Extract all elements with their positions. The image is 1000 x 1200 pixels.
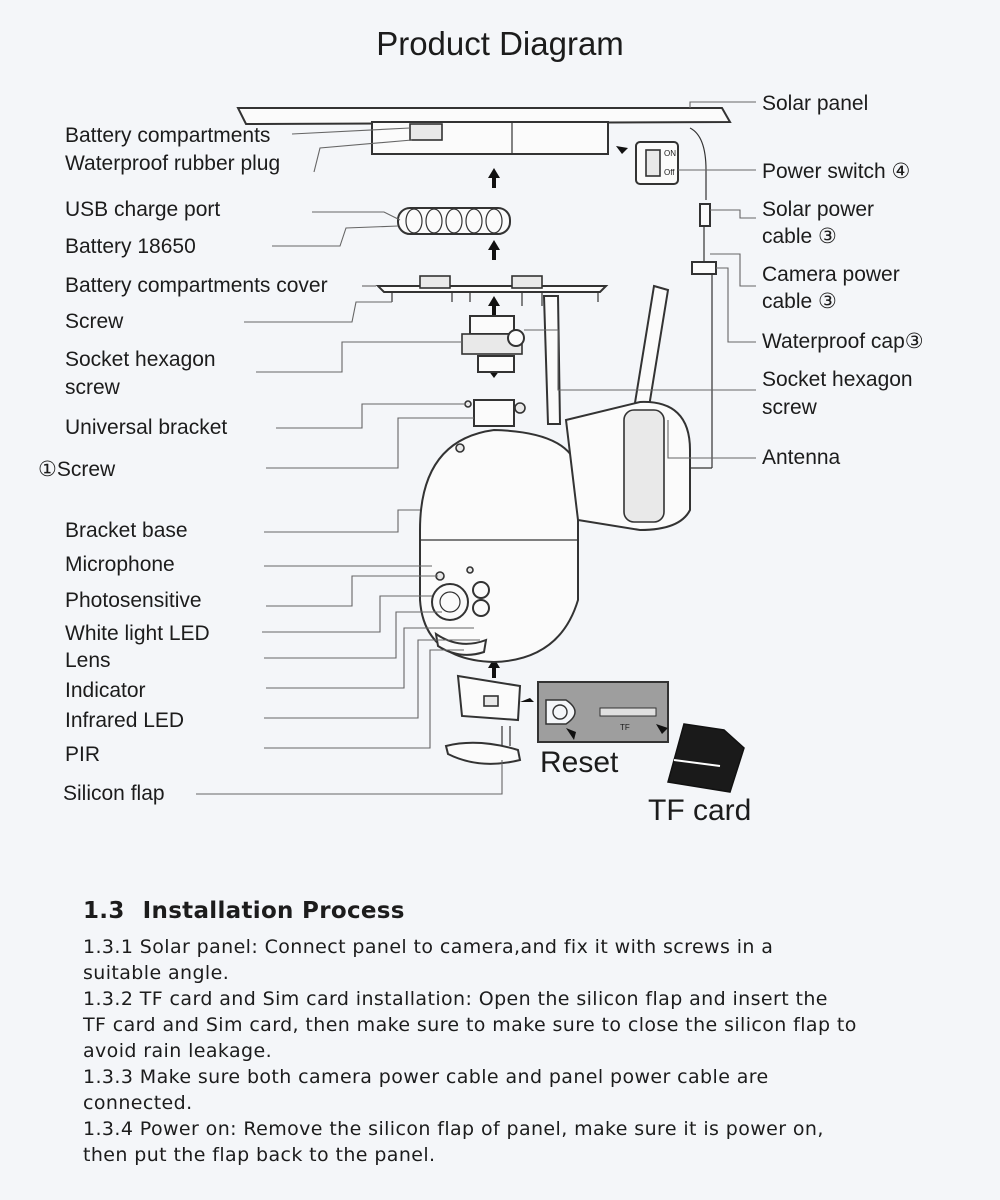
- label-power-switch: Power switch ④: [762, 160, 910, 183]
- power-switch-part: ON Off: [635, 141, 679, 185]
- label-socket-hexagon-screw-line2: screw: [65, 376, 121, 399]
- label-antenna: Antenna: [762, 446, 841, 469]
- step-line: 1.3.3 Make sure both camera power cable …: [83, 1066, 769, 1088]
- label-solar-power-cable-line2: cable ③: [762, 225, 837, 248]
- label-usb-charge-port: USB charge port: [65, 198, 220, 221]
- left-labels: Battery compartments Waterproof rubber p…: [38, 124, 328, 805]
- sd-slot-part: TF: [537, 681, 669, 743]
- label-socket-hexagon-screw-right-line1: Socket hexagon: [762, 368, 913, 391]
- tf-card-part: [667, 723, 745, 793]
- installation-heading-number: 1.3: [83, 898, 125, 924]
- label-solar-panel: Solar panel: [762, 92, 868, 115]
- label-battery-18650: Battery 18650: [65, 235, 196, 258]
- label-tf-card: TF card: [648, 794, 751, 827]
- cables-part: [689, 127, 717, 469]
- label-indicator: Indicator: [65, 679, 146, 702]
- label-bracket-base: Bracket base: [65, 519, 188, 542]
- label-camera-power-cable-line2: cable ③: [762, 290, 837, 313]
- step-line: TF card and Sim card, then make sure to …: [83, 1014, 857, 1036]
- card-cover-part: [456, 674, 534, 722]
- label-screw-1: ①Screw: [38, 458, 116, 481]
- installation-step: 1.3.3 Make sure both camera power cable …: [83, 1064, 963, 1116]
- slot-tf-label: TF: [620, 723, 630, 732]
- step-line: then put the flap back to the panel.: [83, 1144, 436, 1166]
- label-socket-hexagon-screw-right-line2: screw: [762, 396, 818, 419]
- label-universal-bracket: Universal bracket: [65, 416, 227, 439]
- label-waterproof-cap: Waterproof cap③: [762, 330, 924, 353]
- label-white-light-led: White light LED: [65, 622, 210, 645]
- label-infrared-led: Infrared LED: [65, 709, 184, 732]
- step-line: suitable angle.: [83, 962, 230, 984]
- installation-step: 1.3.1 Solar panel: Connect panel to came…: [83, 934, 963, 986]
- step-line: 1.3.2 TF card and Sim card installation:…: [83, 988, 828, 1010]
- installation-heading: 1.3 Installation Process: [83, 898, 963, 924]
- label-photosensitive: Photosensitive: [65, 589, 202, 612]
- silicon-flap-part: [444, 726, 522, 765]
- label-camera-power-cable-line1: Camera power: [762, 263, 900, 286]
- switch-off-label: Off: [664, 168, 675, 177]
- step-line: 1.3.4 Power on: Remove the silicon flap …: [83, 1118, 824, 1140]
- step-line: 1.3.1 Solar panel: Connect panel to came…: [83, 936, 774, 958]
- step-line: connected.: [83, 1092, 193, 1114]
- installation-heading-text: Installation Process: [142, 898, 405, 924]
- switch-on-label: ON: [664, 149, 676, 158]
- label-battery-compartments-cover: Battery compartments cover: [65, 274, 328, 297]
- installation-section: 1.3 Installation Process 1.3.1 Solar pane…: [83, 898, 963, 1168]
- diagram-title: Product Diagram: [376, 25, 624, 62]
- label-microphone: Microphone: [65, 553, 175, 576]
- label-lens: Lens: [65, 649, 111, 672]
- label-solar-power-cable-line1: Solar power: [762, 198, 874, 221]
- label-screw-top: Screw: [65, 310, 124, 333]
- right-labels: Solar panel Power switch ④ Solar power c…: [762, 92, 924, 469]
- battery-cover-part: [375, 275, 609, 306]
- right-leader-lines: [524, 101, 756, 459]
- label-reset: Reset: [540, 746, 619, 779]
- step-line: avoid rain leakage.: [83, 1040, 273, 1062]
- universal-bracket-part: [461, 315, 526, 427]
- label-battery-compartments: Battery compartments: [65, 124, 270, 147]
- label-socket-hexagon-screw-line1: Socket hexagon: [65, 348, 216, 371]
- installation-step: 1.3.4 Power on: Remove the silicon flap …: [83, 1116, 963, 1168]
- battery-18650-part: [397, 207, 511, 235]
- camera-body-part: [419, 400, 691, 664]
- camera-illustration: ON Off: [236, 107, 745, 793]
- installation-step: 1.3.2 TF card and Sim card installation:…: [83, 986, 963, 1064]
- label-silicon-flap: Silicon flap: [63, 782, 165, 805]
- product-diagram: Product Diagram ON Off: [38, 25, 924, 827]
- left-leader-lines: [196, 127, 503, 795]
- battery-compartment-part: [371, 121, 609, 155]
- label-pir: PIR: [65, 743, 100, 766]
- label-waterproof-rubber-plug: Waterproof rubber plug: [65, 152, 280, 175]
